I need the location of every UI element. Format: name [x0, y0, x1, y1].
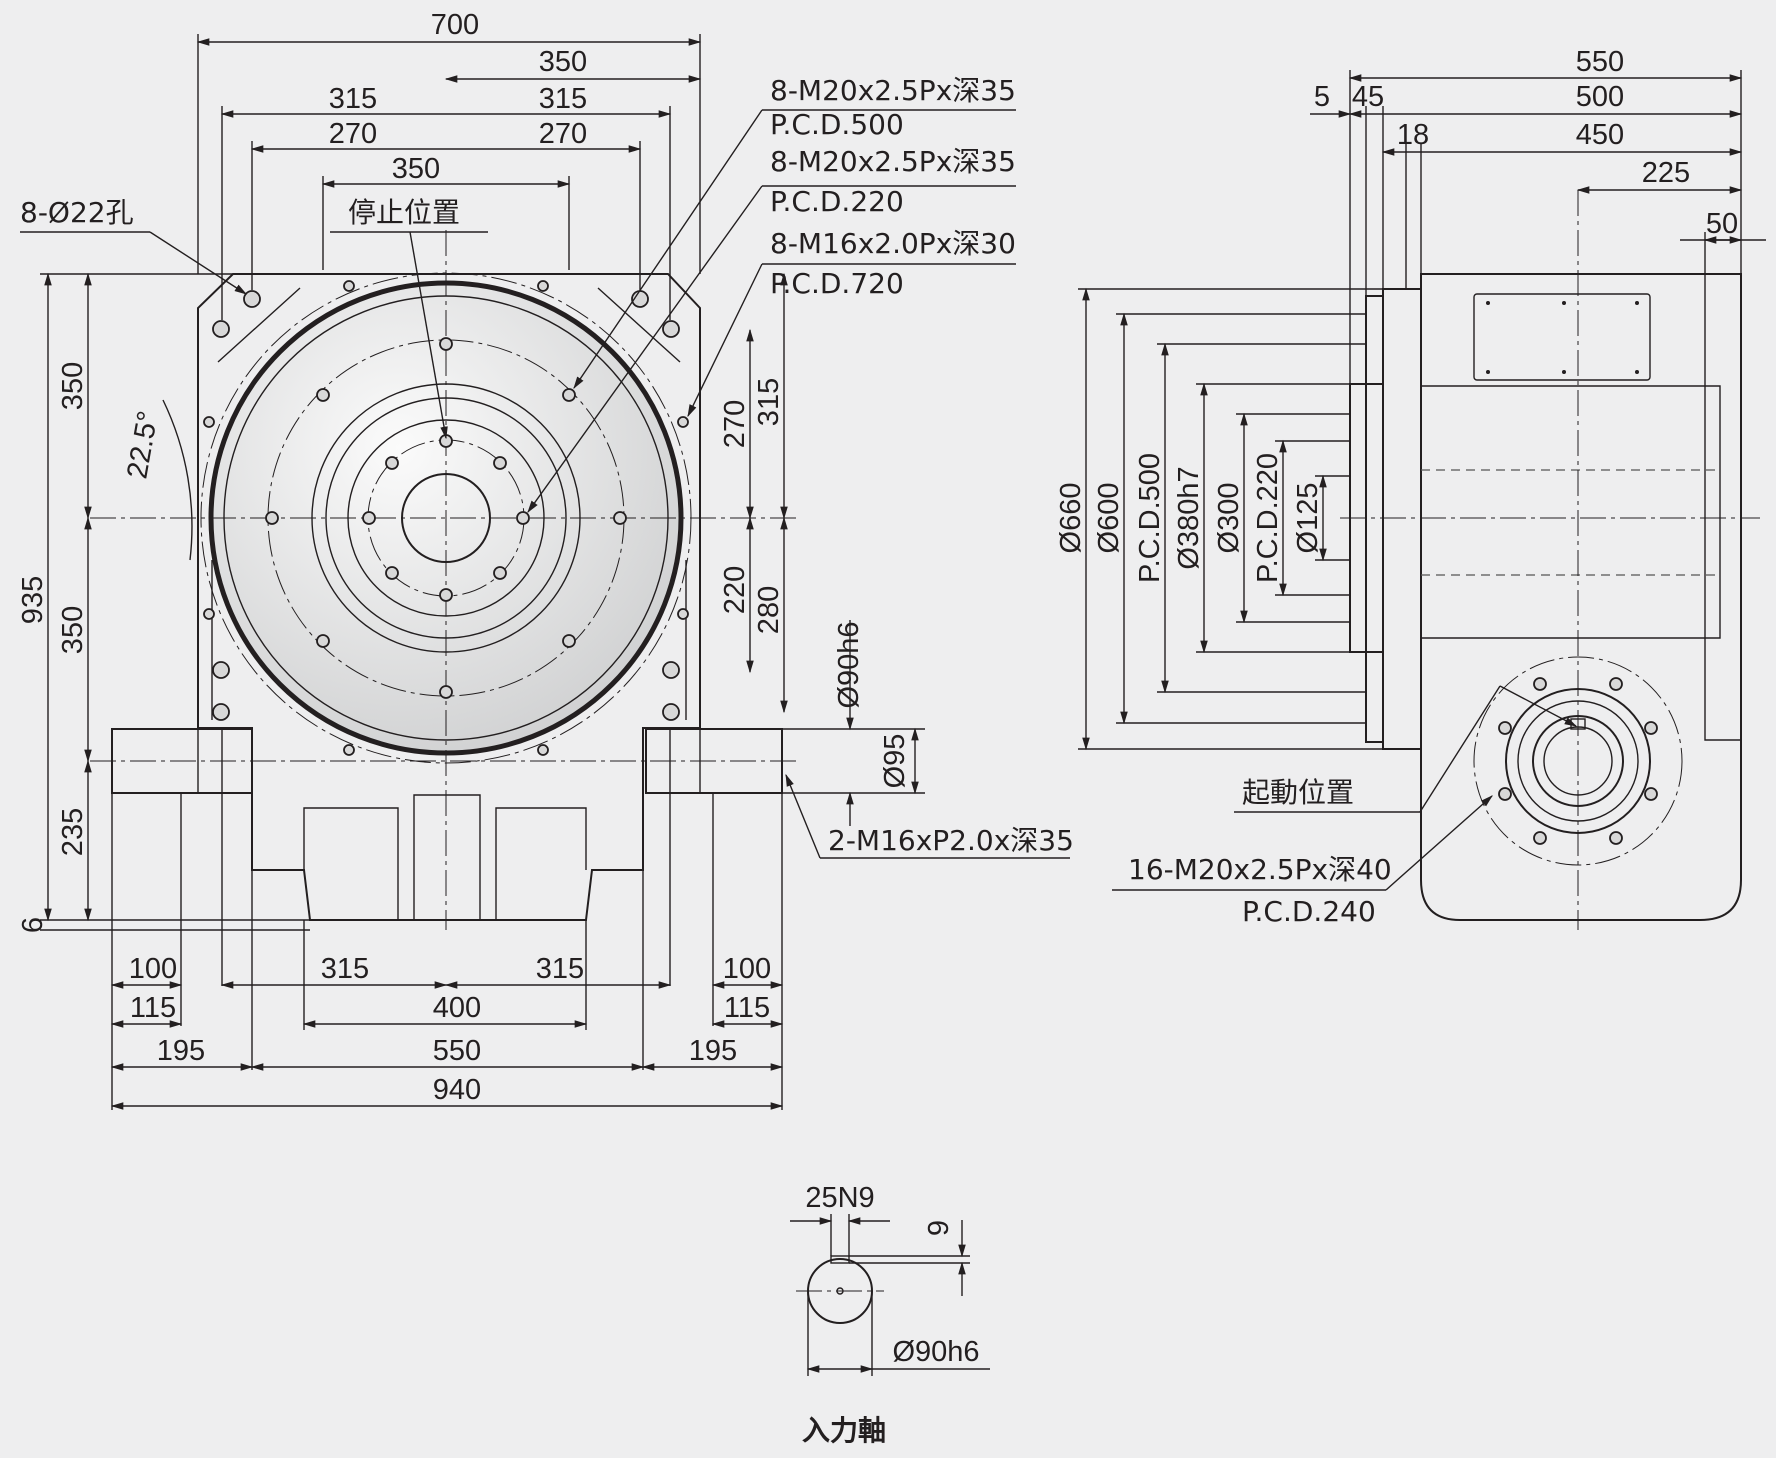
dim-660: Ø660 [1055, 483, 1087, 554]
callout-3-text: 8-M16x2.0Px深30 [770, 227, 1016, 260]
front-left-dimensions: 935 350 350 235 6 [17, 272, 310, 933]
stop-position-label: 停止位置 [348, 196, 460, 229]
dim-600: Ø600 [1093, 483, 1125, 554]
holes-pcd500 [265, 337, 627, 699]
dim-315-bottom-right: 315 [536, 953, 584, 985]
dim-pcd500-side: P.C.D.500 [1134, 453, 1166, 583]
dim-50-side: 50 [1706, 208, 1738, 240]
side-flange-outer [1382, 288, 1422, 750]
dim-280-right-v: 280 [753, 586, 785, 634]
dim-45-side: 45 [1352, 81, 1384, 113]
dim-500-side: 500 [1576, 81, 1624, 113]
dim-315-right: 315 [539, 83, 587, 115]
dim-18-side: 18 [1397, 119, 1429, 151]
front-callouts: 8-M20x2.5Px深35 P.C.D.500 8-M20x2.5Px深35 … [527, 74, 1074, 859]
dim-315-bottom-left: 315 [321, 953, 369, 985]
front-right-dimensions: 315 270 220 280 Ø90h6 Ø95 [719, 272, 925, 826]
dim-350-lower: 350 [57, 606, 89, 654]
tap-note-label: 16-M20x2.5Px深40 [1128, 853, 1392, 886]
tap-pcd-label: P.C.D.240 [1242, 895, 1376, 928]
dim-350-upper: 350 [57, 362, 89, 410]
side-nameplate [1473, 293, 1651, 381]
dim-270-left: 270 [329, 118, 377, 150]
dim-315-left: 315 [329, 83, 377, 115]
hole-note-label: 8-Ø22孔 [20, 196, 134, 229]
dim-shaft-90h6: Ø90h6 [833, 621, 865, 708]
holes-pcd220 [362, 434, 530, 602]
side-body [1420, 273, 1742, 921]
dim-235: 235 [57, 808, 89, 856]
callout-1-text: 8-M20x2.5Px深35 [770, 74, 1016, 107]
dim-220-right-v: 220 [719, 566, 751, 614]
shaft-note: 2-M16xP2.0x深35 [828, 824, 1074, 857]
dim-350-top: 350 [539, 46, 587, 78]
dim-125: Ø125 [1292, 483, 1324, 554]
front-top-dimensions: 700 350 315 315 270 270 350 [196, 9, 702, 320]
callout-2-text: 8-M20x2.5Px深35 [770, 145, 1016, 178]
dim-400: 400 [433, 992, 481, 1024]
dim-550-bottom: 550 [433, 1035, 481, 1067]
mounting-holes-22 [212, 290, 680, 721]
side-input-flange [1505, 688, 1651, 834]
dim-195-right: 195 [689, 1035, 737, 1067]
dim-300: Ø300 [1213, 483, 1245, 554]
input-shaft-detail: 25N9 9 Ø90h6 入力軸 [790, 1182, 990, 1447]
dim-380h7: Ø380h7 [1173, 466, 1205, 569]
dim-195-left: 195 [157, 1035, 205, 1067]
dim-270-right: 270 [539, 118, 587, 150]
shaft-diameter-dim: Ø90h6 [892, 1336, 979, 1368]
input-shaft-title: 入力軸 [802, 1414, 886, 1447]
side-view: 550 5 45 500 18 450 225 50 [1055, 46, 1766, 930]
dim-5-side: 5 [1314, 81, 1330, 113]
dim-pcd220-side: P.C.D.220 [1252, 453, 1284, 583]
dim-6: 6 [17, 917, 49, 933]
side-top-dimensions: 550 5 45 500 18 450 225 50 [1310, 46, 1766, 384]
side-vertical-dimensions: Ø660 Ø600 P.C.D.500 Ø380h7 Ø300 P.C.D.22… [1055, 287, 1383, 751]
holes-pcd720 [203, 280, 689, 756]
dim-550-side: 550 [1576, 46, 1624, 78]
front-view: 700 350 315 315 270 270 350 停止位置 8-Ø22孔 … [17, 9, 1074, 1110]
dim-270-right-v: 270 [719, 400, 751, 448]
dim-115-left: 115 [130, 992, 176, 1024]
start-position-label: 起動位置 [1242, 776, 1354, 809]
dim-100-left: 100 [129, 953, 177, 985]
dim-225-side: 225 [1642, 157, 1690, 189]
dim-935: 935 [17, 576, 49, 624]
key-dim: 25N9 [805, 1182, 874, 1214]
dim-350-inner: 350 [392, 153, 440, 185]
dim-115-right: 115 [724, 992, 770, 1024]
angle-label: 22.5° [121, 409, 164, 482]
side-tap-holes [1498, 677, 1658, 845]
callout-2-sub: P.C.D.220 [770, 185, 904, 218]
dim-315-right-v: 315 [753, 378, 785, 426]
key-depth-dim: 9 [923, 1220, 955, 1236]
side-flange-table [1365, 295, 1384, 743]
callout-1-sub: P.C.D.500 [770, 108, 904, 141]
dim-450-side: 450 [1576, 119, 1624, 151]
dim-100-right: 100 [723, 953, 771, 985]
dim-700: 700 [431, 9, 479, 41]
callout-3-sub: P.C.D.720 [770, 267, 904, 300]
dim-940: 940 [433, 1074, 481, 1106]
dim-shaft-95: Ø95 [879, 734, 911, 789]
front-bottom-dimensions: 100 315 315 100 115 400 115 195 550 195 … [110, 730, 784, 1110]
